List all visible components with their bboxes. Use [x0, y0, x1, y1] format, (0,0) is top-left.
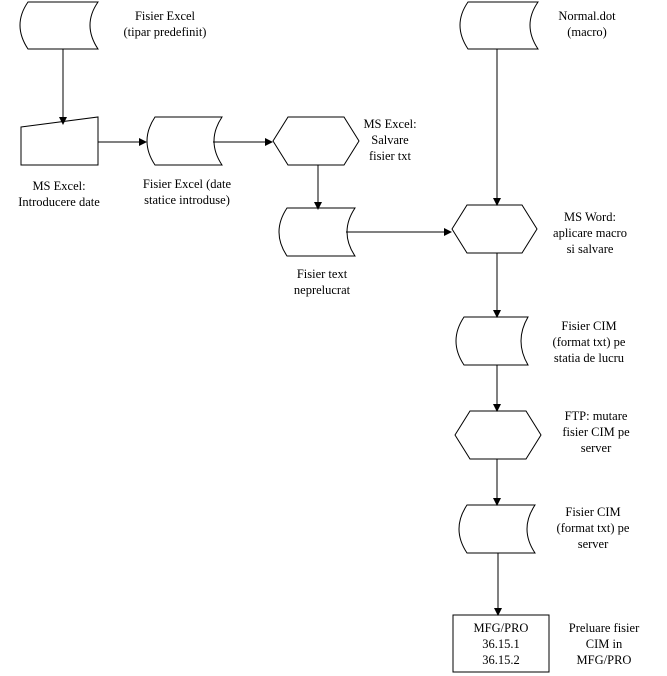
stored-data-normal-dot — [459, 1, 539, 50]
label-line: Fisier CIM — [565, 505, 621, 519]
label-normal-dot: Normal.dot (macro) — [558, 8, 615, 40]
label-excel-static: Fisier Excel (date statice introduse) — [143, 176, 231, 208]
label-line: FTP: mutare — [564, 409, 628, 423]
label-line: server — [577, 537, 609, 551]
label-line: server — [580, 441, 612, 455]
label-line: 36.15.1 — [482, 637, 520, 651]
label-cim-workstation: Fisier CIM (format txt) pe statia de luc… — [553, 318, 626, 366]
label-line: Fisier Excel — [134, 9, 196, 23]
label-line: Normal.dot — [558, 9, 616, 23]
label-mfgpro-import: Preluare fisier CIM in MFG/PRO — [569, 620, 639, 668]
label-cim-server: Fisier CIM (format txt) pe server — [557, 504, 630, 552]
label-line: Fisier CIM — [561, 319, 617, 333]
label-line: MS Word: — [564, 210, 616, 224]
label-line: Preluare fisier — [568, 621, 640, 635]
label-excel-template: Fisier Excel (tipar predefinit) — [124, 8, 207, 40]
label-line: statia de lucru — [553, 351, 625, 365]
manual-input-excel — [20, 116, 99, 166]
label-line: MS Excel: — [32, 179, 86, 193]
label-excel-save: MS Excel: Salvare fisier txt — [363, 116, 416, 164]
label-line: (format txt) pe — [552, 335, 626, 349]
process-ftp — [454, 410, 542, 460]
label-line: MFG/PRO — [473, 621, 529, 635]
label-line: statice introduse) — [144, 193, 230, 207]
label-line: fisier CIM pe — [562, 425, 630, 439]
label-excel-input: MS Excel: Introducere date — [18, 178, 100, 210]
label-line: Salvare — [371, 133, 409, 147]
stored-data-excel-template — [19, 1, 99, 50]
stored-data-excel-static — [146, 116, 223, 166]
label-line: (format txt) pe — [556, 521, 630, 535]
label-line: MS Excel: — [363, 117, 417, 131]
label-line: MFG/PRO — [576, 653, 632, 667]
stored-data-raw-text — [278, 207, 356, 257]
process-word-macro — [451, 204, 538, 254]
label-line: (tipar predefinit) — [123, 25, 207, 39]
label-line: aplicare macro — [553, 226, 627, 240]
process-excel-save — [272, 116, 360, 166]
label-line: Fisier Excel (date — [142, 177, 232, 191]
label-line: si salvare — [566, 242, 614, 256]
label-line: Fisier text — [296, 267, 348, 281]
label-line: CIM in — [585, 637, 623, 651]
stored-data-cim-workstation — [455, 316, 529, 366]
label-ftp: FTP: mutare fisier CIM pe server — [562, 408, 629, 456]
label-raw-text: Fisier text neprelucrat — [294, 266, 350, 298]
label-word-macro: MS Word: aplicare macro si salvare — [553, 209, 627, 257]
label-line: fisier txt — [368, 149, 411, 163]
stored-data-cim-server — [458, 504, 536, 554]
label-line: 36.15.2 — [482, 653, 520, 667]
label-line: neprelucrat — [293, 283, 351, 297]
label-line: Introducere date — [18, 195, 100, 209]
label-line: (macro) — [567, 25, 607, 39]
label-mfgpro-box: MFG/PRO 36.15.1 36.15.2 — [474, 620, 529, 668]
